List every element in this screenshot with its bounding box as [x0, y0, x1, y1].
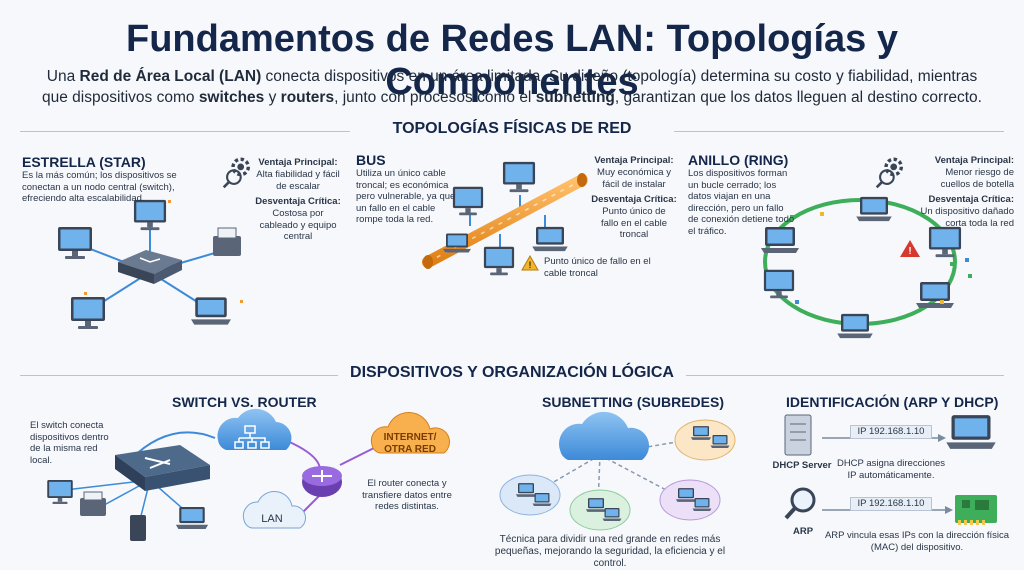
section-devices-header: DISPOSITIVOS Y ORGANIZACIÓN LÓGICA	[0, 364, 1024, 386]
star-title: ESTRELLA (STAR)	[22, 154, 146, 170]
bus-title: BUS	[356, 152, 386, 168]
router-text: El router conecta y transfiere datos ent…	[362, 478, 452, 512]
dhcp-server-label: DHCP Server	[772, 460, 832, 471]
star-advantage: Alta fiabilidad y fácil de escalar	[256, 169, 340, 192]
star-disadvantage: Costosa por cableado y equipo central	[259, 208, 337, 242]
bus-advantage-title: Ventaja Principal:	[594, 155, 674, 166]
arp-text: ARP vincula esas IPs con la dirección fí…	[824, 530, 1010, 553]
bus-disadvantage-title: Desventaja Crítica:	[591, 194, 677, 205]
ip-label-arp: IP 192.168.1.10	[850, 497, 932, 511]
switch-router-diagram	[47, 408, 450, 541]
bus-topology-diagram: !	[422, 161, 588, 276]
ring-gear-icon	[875, 157, 904, 189]
dhcp-text: DHCP asigna direcciones IP automáticamen…	[836, 458, 946, 481]
internet-cloud-label: INTERNET/ OTRA RED	[383, 432, 437, 455]
bus-description: Utiliza un único cable troncal; es econó…	[356, 168, 456, 225]
subnetting-title: SUBNETTING (SUBREDES)	[542, 394, 725, 410]
intro-paragraph: Una Red de Área Local (LAN) conecta disp…	[42, 68, 982, 106]
ring-description: Los dispositivos forman un bucle cerrado…	[688, 168, 795, 237]
bus-warning-text: Punto único de fallo en el cable troncal	[544, 256, 651, 279]
page-title: Fundamentos de Redes LAN: Topologías y C…	[125, 18, 899, 103]
bus-advantage: Muy económica y fácil de instalar	[597, 167, 671, 190]
identification-diagram	[784, 414, 997, 525]
svg-text:!: !	[529, 260, 532, 270]
ring-advantage: Menor riesgo de cuellos de botella	[940, 167, 1014, 190]
ip-label-dhcp: IP 192.168.1.10	[850, 425, 932, 439]
svg-text:!: !	[908, 246, 911, 257]
switch-router-title: SWITCH VS. ROUTER	[172, 394, 317, 410]
star-advantage-title: Ventaja Principal:	[258, 157, 338, 168]
switch-text: El switch conecta dispositivos dentro de…	[30, 420, 109, 466]
section-topologies-header: TOPOLOGÍAS FÍSICAS DE RED	[0, 120, 1024, 142]
ring-topology-diagram: !	[761, 196, 972, 339]
ring-disadvantage-title: Desventaja Crítica:	[928, 194, 1014, 205]
arp-label: ARP	[792, 526, 814, 537]
ring-disadvantage: Un dispositivo dañado corta toda la red	[920, 206, 1014, 229]
subnetting-caption: Técnica para dividir una red grande en r…	[494, 534, 726, 569]
star-disadvantage-title: Desventaja Crítica:	[255, 196, 341, 207]
bus-disadvantage: Punto único de fallo en el cable troncal	[600, 206, 668, 240]
identification-title: IDENTIFICACIÓN (ARP Y DHCP)	[786, 394, 999, 410]
star-topology-diagram	[58, 199, 243, 329]
lan-cloud-label: LAN	[261, 513, 283, 525]
subnetting-diagram	[499, 411, 736, 531]
star-gear-icon	[222, 157, 251, 189]
star-description: Es la más común; los dispositivos se con…	[22, 170, 177, 204]
ring-advantage-title: Ventaja Principal:	[934, 155, 1014, 166]
ring-title: ANILLO (RING)	[688, 152, 789, 168]
